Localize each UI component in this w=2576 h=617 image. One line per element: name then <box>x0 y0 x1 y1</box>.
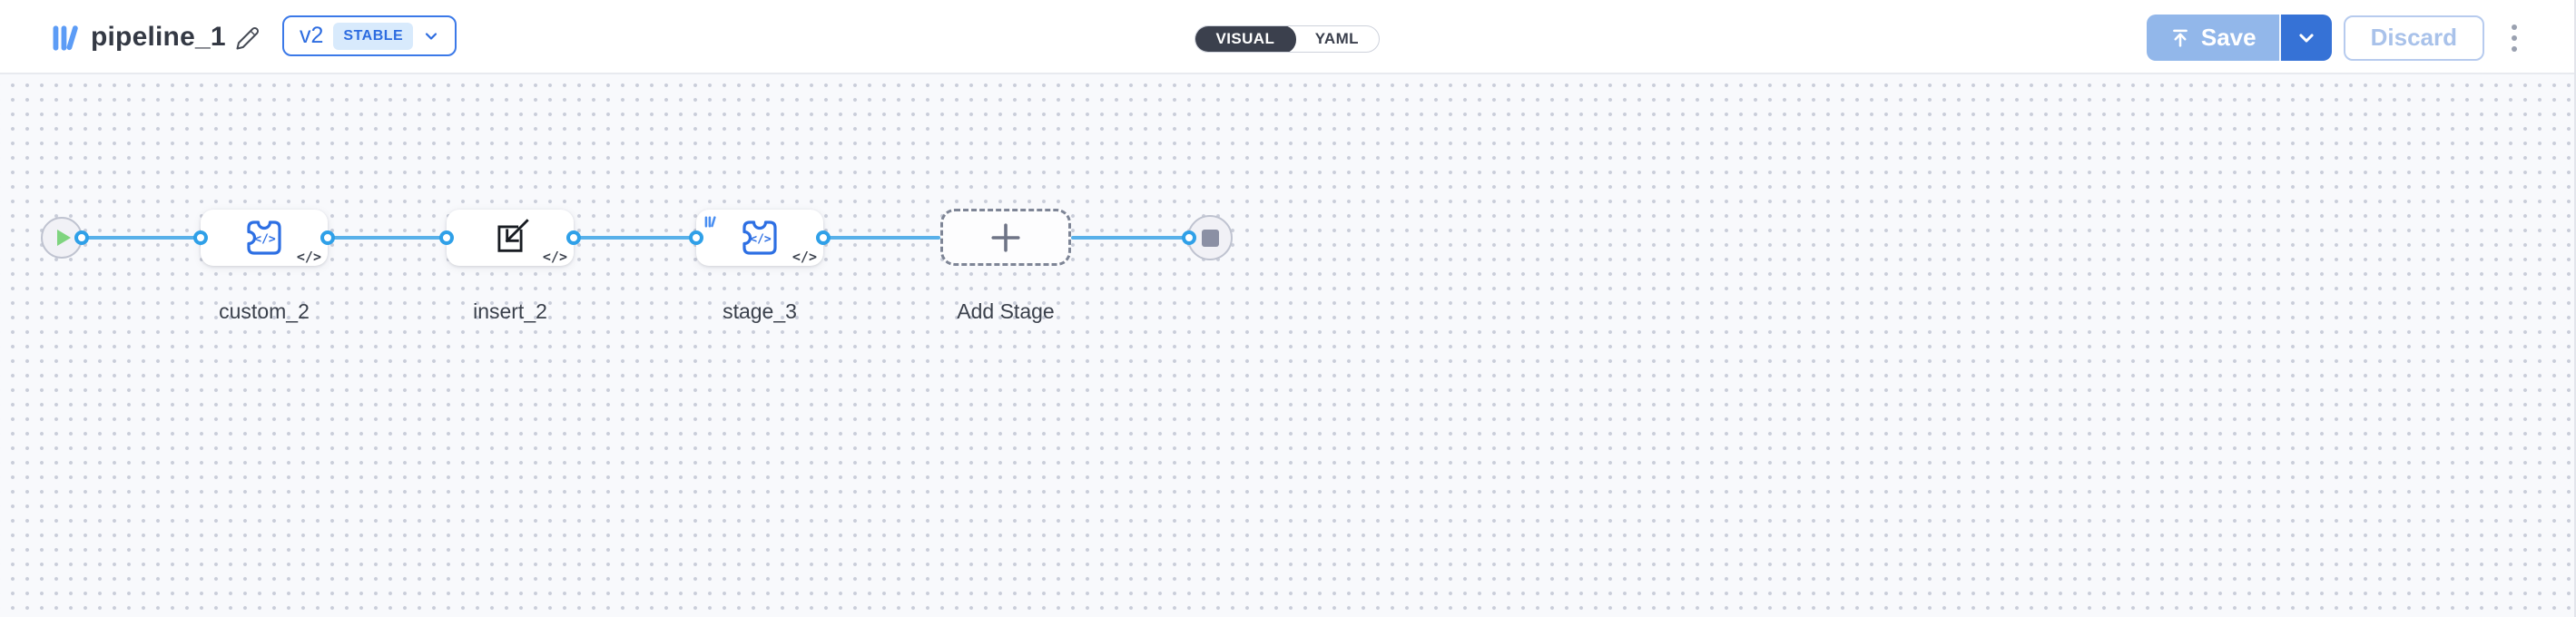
pencil-icon <box>236 27 259 50</box>
save-button[interactable]: Save <box>2146 15 2281 61</box>
plus-icon <box>991 222 1020 252</box>
more-options-button[interactable] <box>2496 15 2532 61</box>
handle-custom2-out[interactable] <box>320 230 335 245</box>
puzzle-code-icon: </> <box>742 220 777 255</box>
stage-node-insert_2[interactable]: </> <box>447 210 574 266</box>
edge-addstage-end <box>1071 236 1189 240</box>
stage-node-stage_3[interactable]: </> </> <box>696 210 823 266</box>
stage-label: stage_3 <box>723 299 797 323</box>
library-icon <box>704 216 716 228</box>
version-selector[interactable]: v2 STABLE <box>282 15 457 56</box>
puzzle-code-icon: </> <box>247 220 281 255</box>
handle-stage3-in[interactable] <box>689 230 703 245</box>
header-actions: Save Discard <box>2146 15 2532 61</box>
upload-icon <box>2173 29 2188 47</box>
svg-text:</>: </> <box>750 233 772 247</box>
stage-label: custom_2 <box>219 299 310 323</box>
handle-stage3-out[interactable] <box>816 230 831 245</box>
save-button-label: Save <box>2200 24 2256 51</box>
version-label: v2 <box>300 23 324 48</box>
page-title: pipeline_1 <box>91 22 226 52</box>
tab-visual[interactable]: VISUAL <box>1195 26 1297 52</box>
save-split-button: Save <box>2146 15 2332 61</box>
code-badge: </> <box>791 249 817 265</box>
kebab-dot <box>2512 34 2517 41</box>
svg-text:</>: </> <box>254 233 276 247</box>
handle-custom2-in[interactable] <box>193 230 208 245</box>
edge-stage3-addstage <box>823 236 940 240</box>
kebab-dot <box>2512 24 2517 30</box>
chevron-down-icon <box>426 32 438 40</box>
edge-custom2-insert2 <box>328 236 447 240</box>
tab-yaml[interactable]: YAML <box>1314 30 1359 47</box>
play-icon <box>56 230 71 246</box>
handle-insert2-out[interactable] <box>566 230 581 245</box>
import-icon <box>497 219 529 252</box>
chevron-down-icon <box>2299 33 2314 43</box>
pipeline-canvas[interactable]: </> </> </> </> </> <box>0 74 2574 617</box>
code-badge: </> <box>542 249 567 265</box>
version-status-badge: STABLE <box>333 22 414 50</box>
code-badge: </> <box>296 249 321 265</box>
edge-start-custom2 <box>82 236 201 240</box>
discard-button[interactable]: Discard <box>2343 15 2484 61</box>
edit-title-button[interactable] <box>230 21 264 55</box>
header-bar: pipeline_1 v2 STABLE VISUAL YAML Save <box>0 0 2574 74</box>
handle-start-out[interactable] <box>74 230 89 245</box>
save-options-button[interactable] <box>2280 15 2332 61</box>
handle-end-in[interactable] <box>1182 230 1196 245</box>
add-stage-button[interactable] <box>940 209 1071 266</box>
edge-insert2-stage3 <box>574 236 696 240</box>
stage-node-custom_2[interactable]: </> </> <box>201 210 328 266</box>
view-mode-toggle: VISUAL YAML <box>1195 25 1380 53</box>
stop-icon <box>1201 229 1219 247</box>
app-logo-icon <box>53 25 78 51</box>
handle-insert2-in[interactable] <box>439 230 454 245</box>
stage-label: insert_2 <box>473 299 547 323</box>
kebab-dot <box>2512 45 2517 52</box>
add-stage-label: Add Stage <box>957 299 1055 323</box>
